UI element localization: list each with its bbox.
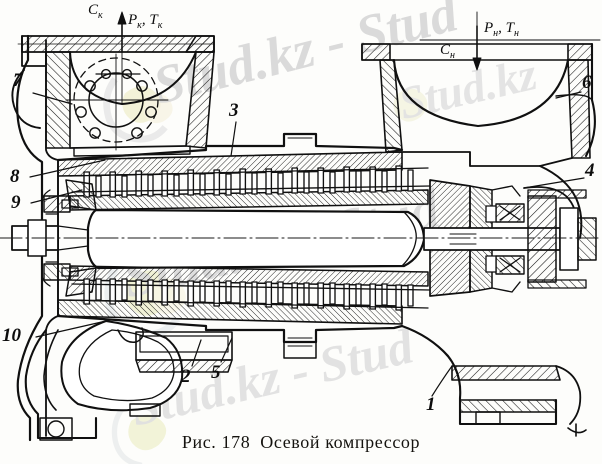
callout-2: 2 <box>181 366 191 387</box>
figure-caption-title: Осевой компрессор <box>260 432 421 452</box>
flow-label-pn-tn: Pн, Tн <box>484 20 519 39</box>
callout-8: 8 <box>10 166 20 187</box>
flow-label-ck: Cк <box>88 2 103 21</box>
callout-9: 9 <box>11 192 21 213</box>
callout-3: 3 <box>229 100 239 121</box>
callout-7: 7 <box>13 70 23 91</box>
flow-label-pk-tk: Pк, Tк <box>128 12 163 31</box>
callout-10: 10 <box>2 325 21 346</box>
figure-caption-number: Рис. 178 <box>181 432 251 452</box>
callout-4: 4 <box>585 160 595 181</box>
callout-6: 6 <box>582 72 592 93</box>
callout-5: 5 <box>211 362 221 383</box>
flow-label-cn: Cн <box>440 42 455 61</box>
callout-1: 1 <box>426 394 436 415</box>
figure-caption: Рис. 178 Осевой компрессор <box>0 432 602 453</box>
